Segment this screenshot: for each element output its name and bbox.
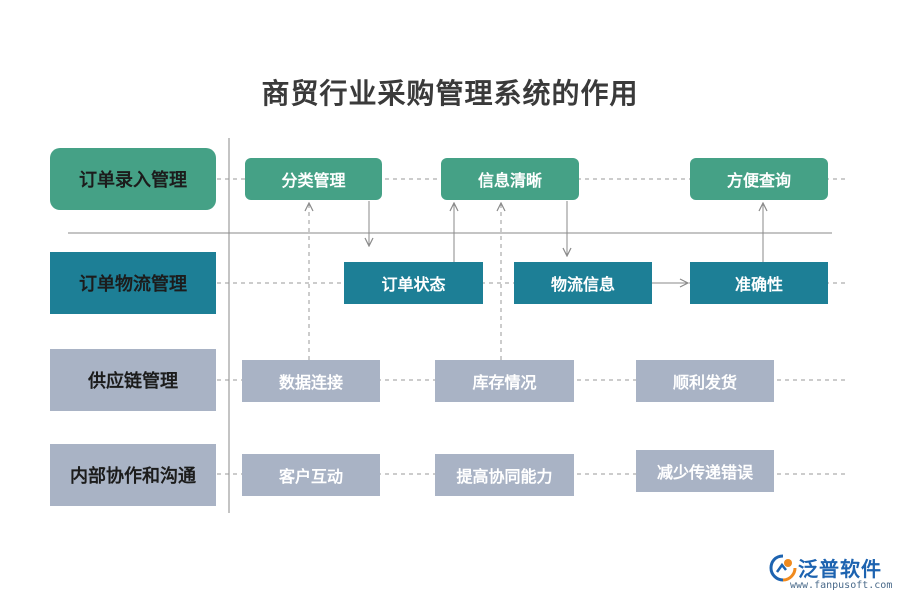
row-label-order-entry: 订单录入管理 bbox=[50, 148, 216, 210]
brand-logo: 泛普软件 www.fanpusoft.com bbox=[768, 553, 893, 593]
logo-name: 泛普软件 bbox=[798, 557, 882, 581]
node-logistics-info: 物流信息 bbox=[514, 262, 652, 304]
node-accuracy: 准确性 bbox=[690, 262, 828, 304]
row-label-order-logistics: 订单物流管理 bbox=[50, 252, 216, 314]
node-reduce-err: 减少传递错误 bbox=[636, 450, 774, 492]
node-collab: 提高协同能力 bbox=[435, 454, 574, 496]
node-order-status: 订单状态 bbox=[344, 262, 483, 304]
node-smooth-ship: 顺利发货 bbox=[636, 360, 774, 402]
node-inventory: 库存情况 bbox=[435, 360, 574, 402]
node-customer: 客户互动 bbox=[242, 454, 380, 496]
logo-mark-icon bbox=[769, 554, 797, 582]
diagram-title: 商贸行业采购管理系统的作用 bbox=[261, 77, 639, 110]
node-classify: 分类管理 bbox=[245, 158, 382, 200]
logo-url: www.fanpusoft.com bbox=[790, 580, 893, 591]
row-label-internal-collab: 内部协作和沟通 bbox=[50, 444, 216, 506]
row-label-supply-chain: 供应链管理 bbox=[50, 349, 216, 411]
node-easy-query: 方便查询 bbox=[690, 158, 828, 200]
node-data-connect: 数据连接 bbox=[242, 360, 380, 402]
node-info-clear: 信息清晰 bbox=[441, 158, 579, 200]
